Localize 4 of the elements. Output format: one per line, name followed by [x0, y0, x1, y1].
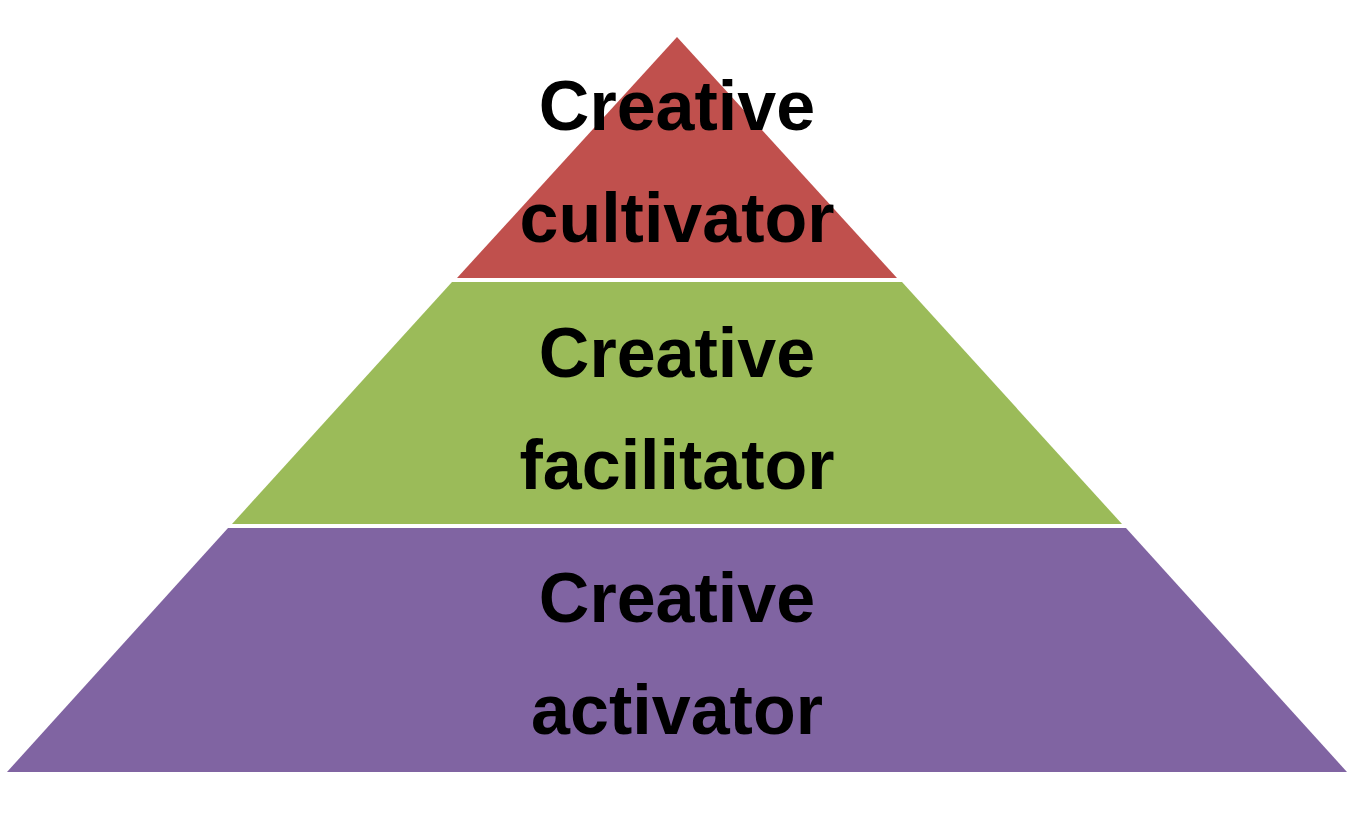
- tier-label: Creative facilitator: [519, 313, 835, 506]
- pyramid-bottom-tier: [7, 528, 1347, 772]
- pyramid-middle-tier: [232, 282, 1122, 524]
- tier-label: Creative activator: [531, 558, 823, 751]
